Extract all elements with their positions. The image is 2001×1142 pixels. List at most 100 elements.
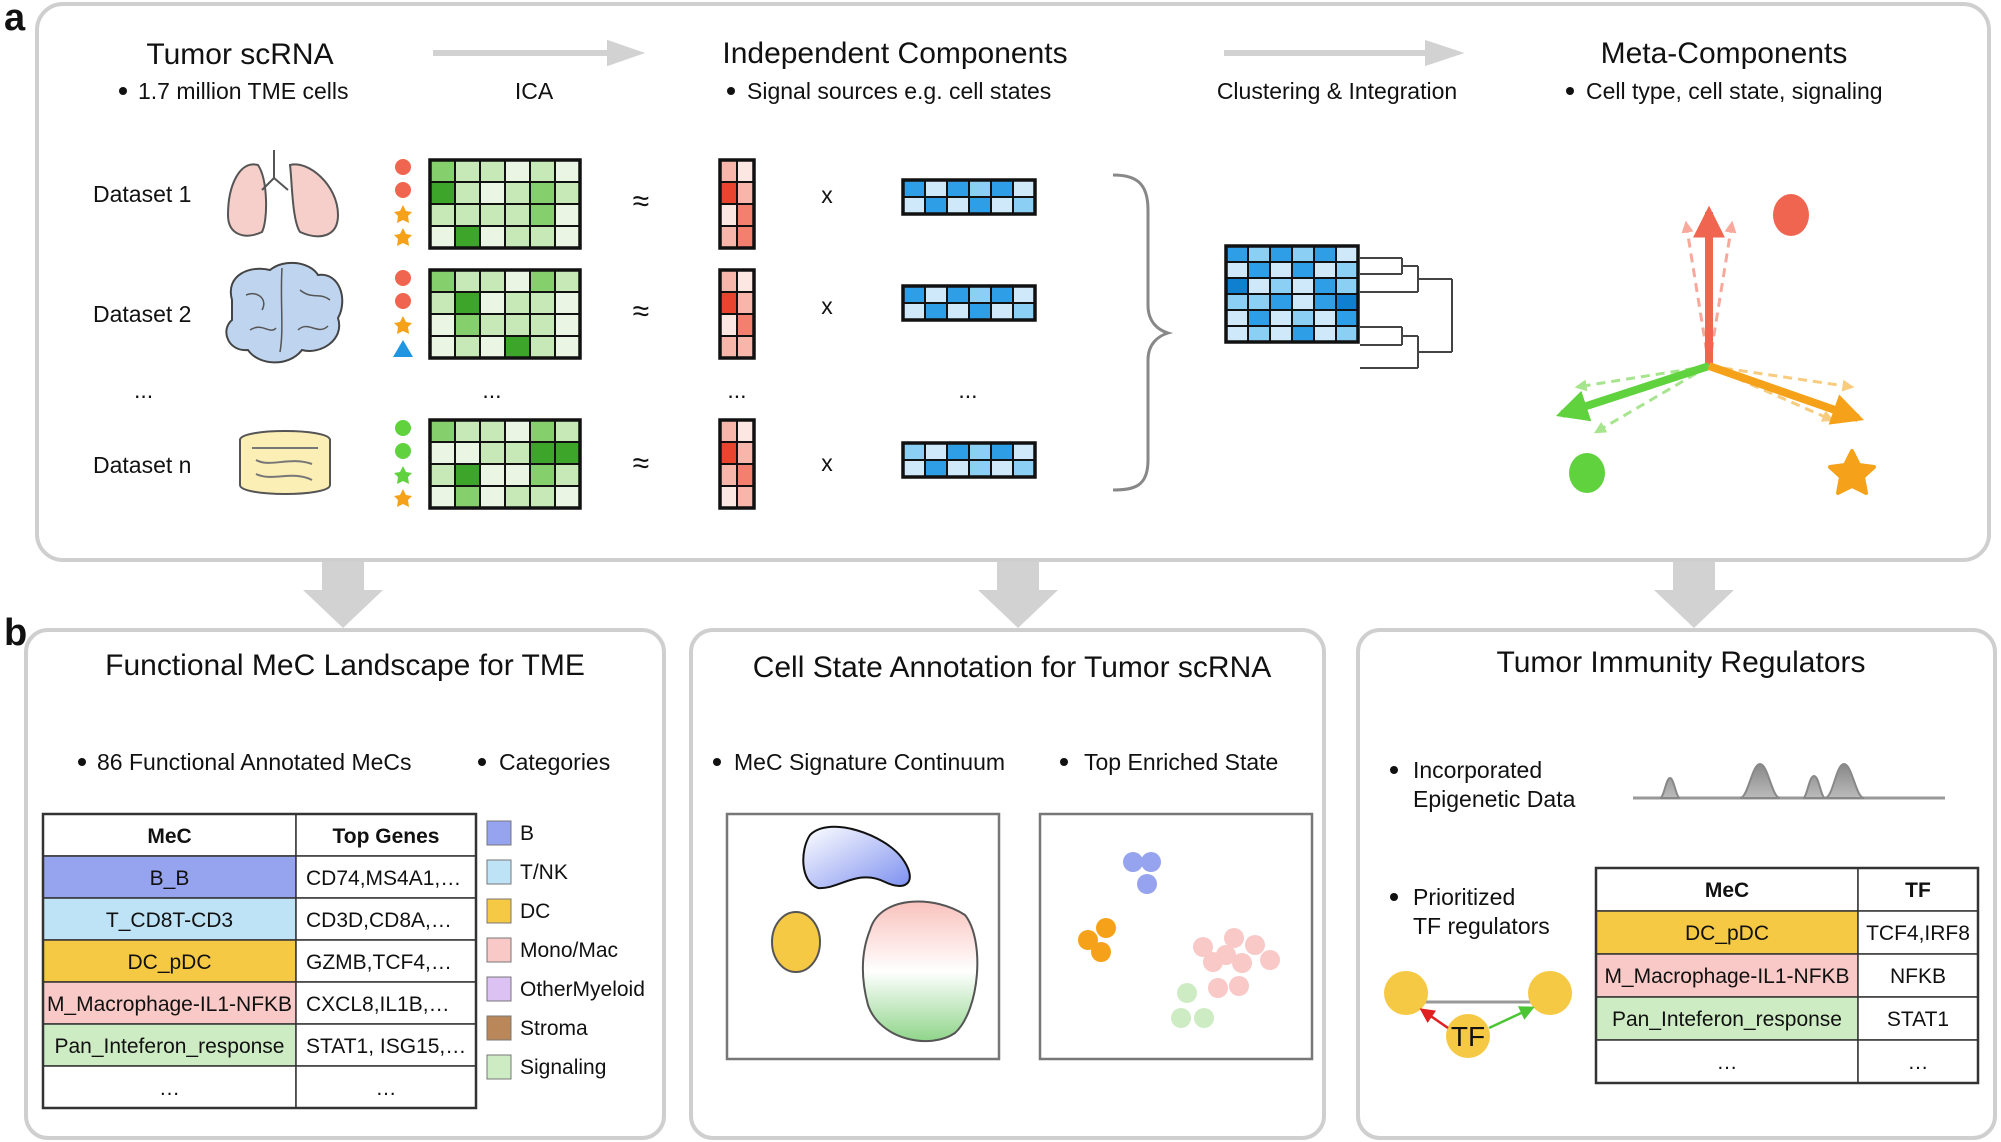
matrix-cell: [454, 291, 481, 315]
matrix-cell: [719, 269, 738, 293]
matrix-cell: [554, 463, 581, 487]
matrix-cell: [504, 181, 531, 205]
matrix-cell: [902, 196, 926, 215]
mixing-matrix-dataset-2: [718, 268, 756, 360]
bullet-dot: [78, 758, 86, 766]
matrix-cell: [1335, 293, 1359, 311]
legend-label: Stroma: [520, 1017, 588, 1040]
tumor-scrna-bullet: 1.7 million TME cells: [138, 78, 348, 104]
matrix-cell: [736, 463, 755, 487]
matrix-cell: [1313, 325, 1337, 343]
matrix-cell: [504, 159, 531, 183]
top-genes: CXCL8,IL1B,…: [306, 993, 450, 1016]
panel-a-frame: [35, 2, 1991, 562]
matrix-cell: [1012, 442, 1036, 461]
matrix-cell: [429, 181, 456, 205]
matrix-cell: [529, 463, 556, 487]
lung-icon: [226, 150, 340, 238]
matrix-cell: [1313, 309, 1337, 327]
bullet-dot: [727, 87, 735, 95]
matrix-cell: [736, 159, 755, 183]
matrix-cell: [736, 485, 755, 509]
matrix-cell: [529, 485, 556, 509]
matrix-cell: [479, 203, 506, 227]
brain-icon: [225, 261, 344, 364]
matrix-cell: [736, 225, 755, 249]
matrix-cell: [554, 313, 581, 337]
top-genes: …: [376, 1077, 397, 1100]
matrix-cell: [454, 181, 481, 205]
matrix-cell: [1012, 459, 1036, 478]
bullet-dot: [119, 87, 127, 95]
source-matrix-dataset-n: [901, 441, 1037, 479]
matrix-outline: [428, 268, 582, 360]
dataset-1-label: Dataset 1: [93, 181, 191, 207]
meta-components-bullet: Cell type, cell state, signaling: [1586, 78, 1883, 104]
matrix-cell: [1335, 245, 1359, 263]
matrix-cell: [736, 313, 755, 337]
mixing-matrix-dataset-1: [718, 158, 756, 250]
matrix-cell: [429, 419, 456, 443]
matrix-cell: [1247, 245, 1271, 263]
landscape-title: Functional MeC Landscape for TME: [105, 649, 585, 682]
matrix-cell: [529, 159, 556, 183]
matrix-ellipsis: ...: [482, 377, 501, 403]
matrix-cell: [529, 291, 556, 315]
legend-swatch: [486, 937, 512, 963]
matrix-cell: [1335, 277, 1359, 295]
matrix-cell: [1291, 309, 1315, 327]
matrix-outline: [901, 178, 1037, 216]
legend-label: T/NK: [520, 861, 568, 884]
mec-name: M_Macrophage-IL1-NFKB: [1604, 965, 1849, 988]
matrix-cell: [1012, 302, 1036, 321]
matrix-cell: [504, 419, 531, 443]
matrix-cell: [736, 335, 755, 359]
matrix-cell: [454, 485, 481, 509]
tf-node-label: TF: [1451, 1021, 1485, 1052]
bullet-dot: [1566, 87, 1574, 95]
approx-symbol-1: ≈: [633, 185, 649, 218]
matrix-outline: [901, 284, 1037, 322]
matrix-cell: [719, 335, 738, 359]
bullet-dot: [1060, 758, 1068, 766]
cell-markers-ds1: [394, 159, 412, 246]
matrix-cell: [554, 159, 581, 183]
matrix-cell: [1247, 261, 1271, 279]
matrix-outline: [428, 418, 582, 510]
matrix-cell: [719, 181, 738, 205]
table-header: TF: [1905, 879, 1931, 902]
matrix-cell: [736, 441, 755, 465]
matrix-cell: [454, 463, 481, 487]
matrix-cell: [946, 285, 970, 304]
matrix-cell: [554, 419, 581, 443]
dataset-2-label: Dataset 2: [93, 301, 191, 327]
matrix-cell: [529, 419, 556, 443]
top-genes: STAT1, ISG15,…: [306, 1035, 466, 1058]
legend-swatch: [486, 1015, 512, 1041]
matrix-cell: [479, 181, 506, 205]
matrix-cell: [479, 159, 506, 183]
matrix-cell: [479, 269, 506, 293]
matrix-cell: [554, 335, 581, 359]
matrix-cell: [1225, 293, 1249, 311]
matrix-cell: [968, 196, 992, 215]
matrix-outline: [901, 441, 1037, 479]
table-cell: [1857, 953, 1979, 998]
ica-label: ICA: [515, 78, 554, 104]
matrix-cell: [968, 285, 992, 304]
matrix-cell: [1291, 261, 1315, 279]
matrix-cell: [968, 302, 992, 321]
matrix-cell: [902, 442, 926, 461]
top-genes: CD3D,CD8A,…: [306, 909, 452, 932]
matrix-outline: [428, 158, 582, 250]
matrix-outline: [1224, 244, 1360, 344]
matrix-cell: [946, 459, 970, 478]
meta-components-title: Meta-Components: [1601, 37, 1848, 70]
matrix-cell: [479, 485, 506, 509]
matrix-cell: [529, 225, 556, 249]
matrix-cell: [946, 302, 970, 321]
dataset-ellipsis: ...: [134, 377, 153, 403]
matrix-cell: [1291, 325, 1315, 343]
matrix-cell: [1225, 277, 1249, 295]
bullet-dot: [1390, 893, 1398, 901]
